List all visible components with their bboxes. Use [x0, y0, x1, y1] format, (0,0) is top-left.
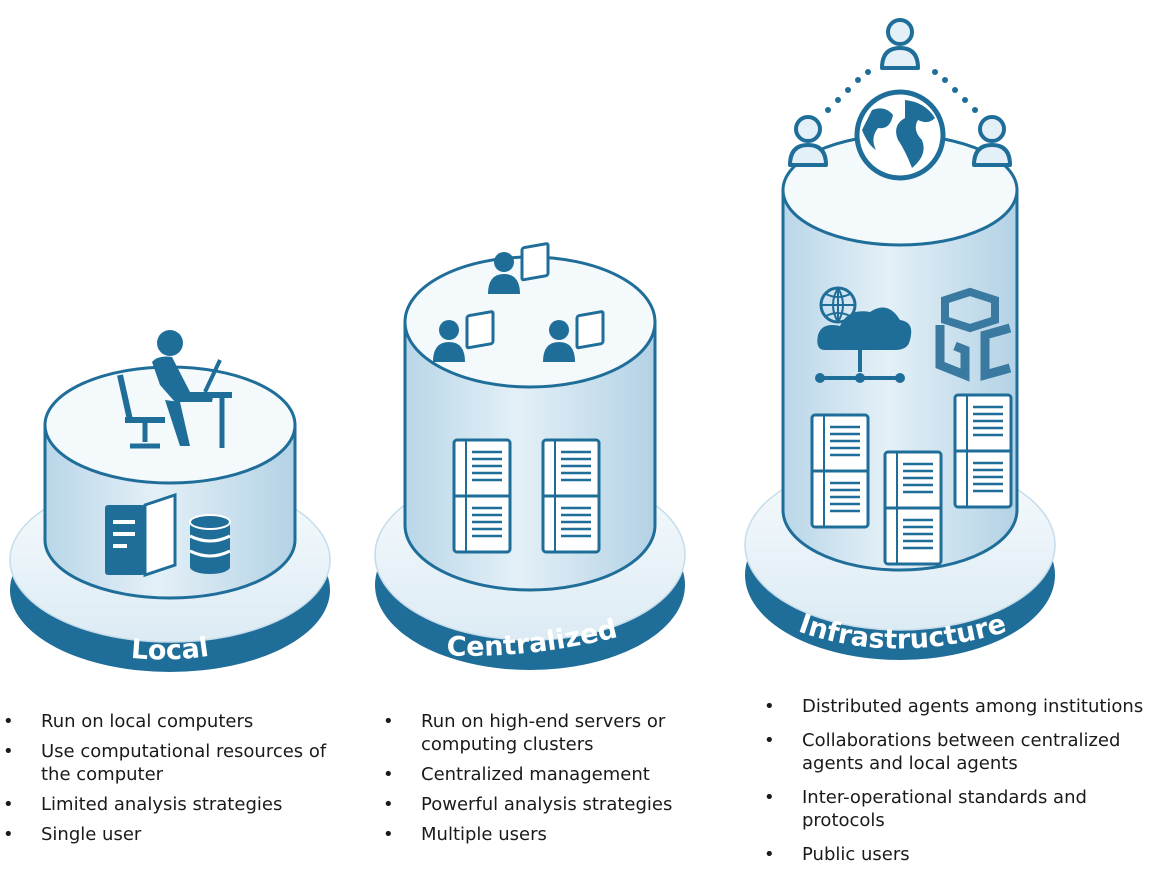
- server-rack-icon: [883, 450, 943, 566]
- centralized-bullets: Run on high-end servers or computing clu…: [383, 710, 723, 853]
- server-rack-icon: [541, 438, 601, 554]
- list-item: Limited analysis strategies: [3, 793, 353, 816]
- person-icon: [788, 115, 828, 167]
- local-label: Local: [130, 632, 211, 666]
- person-computer-icon: [117, 330, 232, 449]
- cloud-network-icon: [815, 286, 912, 383]
- globe-icon: [854, 89, 946, 181]
- ogc-logo: [935, 287, 1012, 382]
- list-item: Single user: [3, 823, 353, 846]
- person-icon: [880, 18, 920, 70]
- infrastructure-bullets: Distributed agents among institutions Co…: [764, 695, 1164, 877]
- list-item: Public users: [764, 843, 1164, 866]
- list-item: Powerful analysis strategies: [383, 793, 723, 816]
- person-icon: [972, 115, 1012, 167]
- database-icon: [189, 514, 231, 574]
- connection-dots: [825, 69, 978, 113]
- list-item: Run on local computers: [3, 710, 353, 733]
- list-item: Use computational resources of the compu…: [3, 740, 353, 786]
- list-item: Distributed agents among institutions: [764, 695, 1164, 718]
- list-item: Inter-operational standards and protocol…: [764, 786, 1164, 832]
- local-bullets: Run on local computers Use computational…: [3, 710, 353, 853]
- local-tier: Local: [9, 330, 331, 672]
- infrastructure-tier: Infrastructure: [744, 18, 1056, 660]
- centralized-tier: Centralized: [374, 241, 686, 670]
- list-item: Collaborations between centralized agent…: [764, 729, 1164, 775]
- server-rack-icon: [452, 438, 512, 554]
- server-rack-icon: [810, 413, 870, 529]
- server-rack-icon: [953, 393, 1013, 509]
- desktop-tower-icon: [105, 492, 177, 578]
- list-item: Run on high-end servers or computing clu…: [383, 710, 723, 756]
- list-item: Centralized management: [383, 763, 723, 786]
- list-item: Multiple users: [383, 823, 723, 846]
